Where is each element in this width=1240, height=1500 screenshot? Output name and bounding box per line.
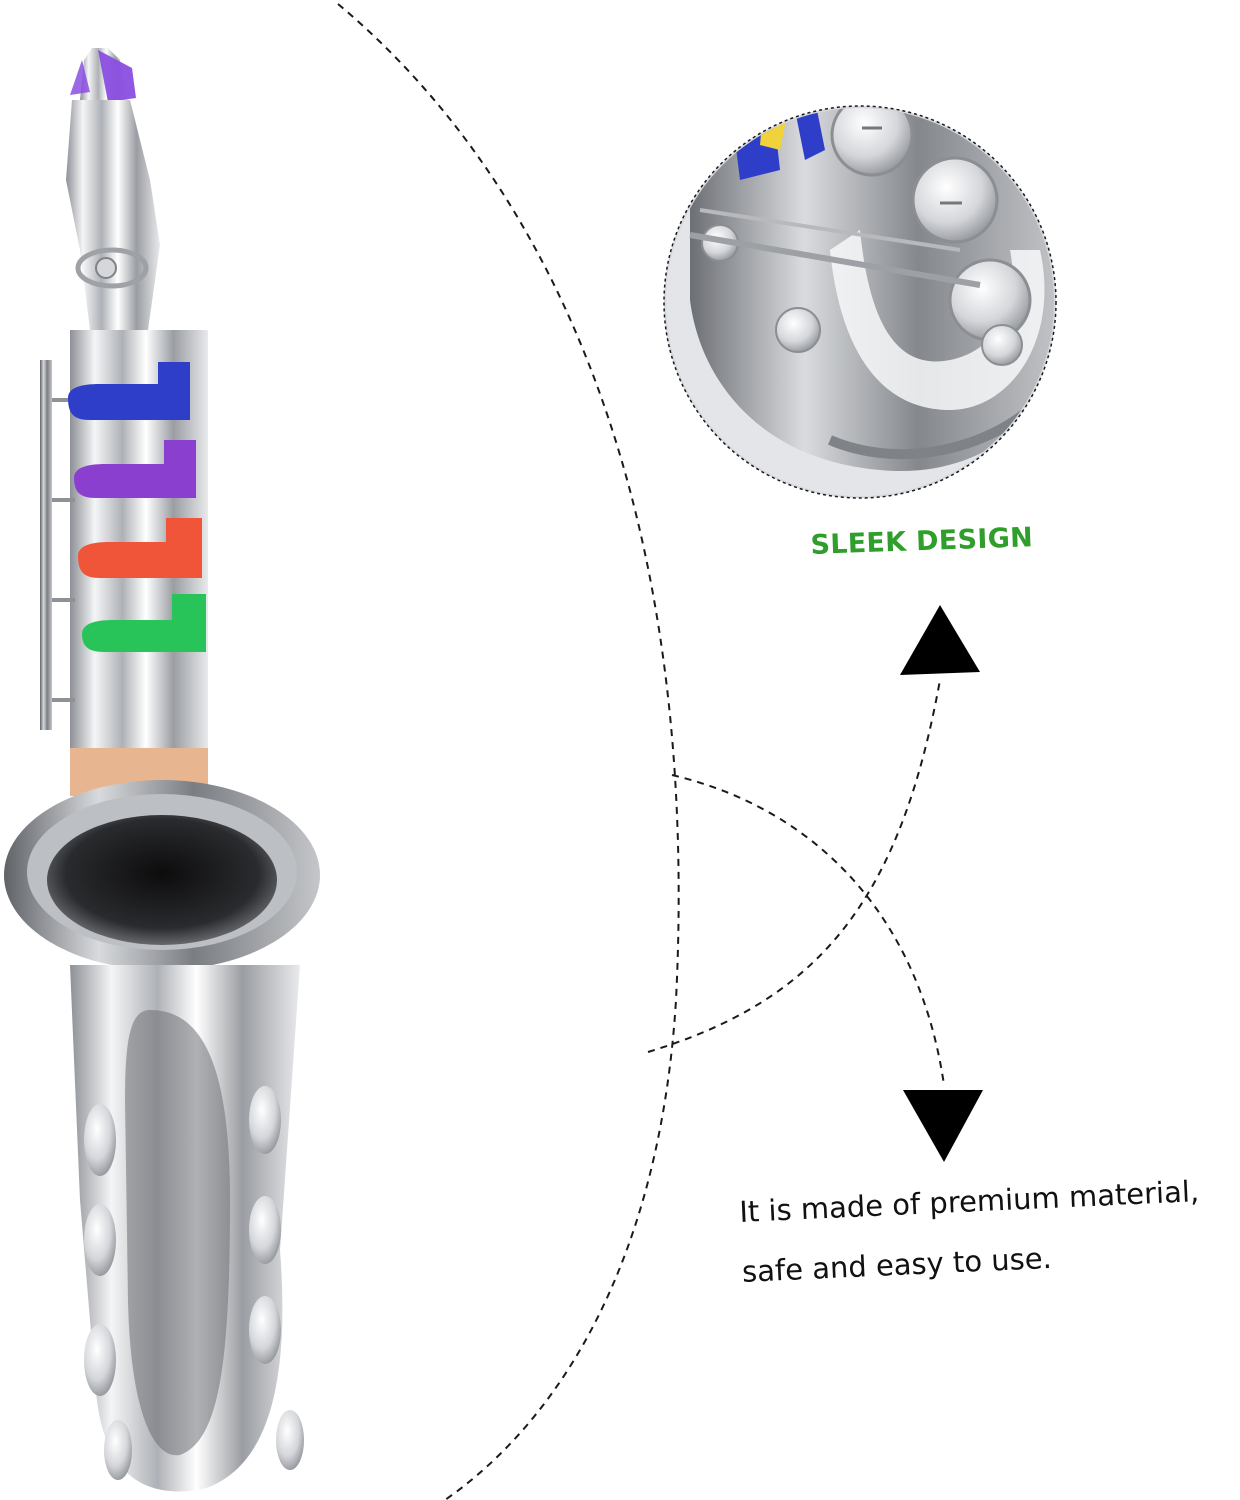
key-green bbox=[82, 594, 206, 652]
key-purple bbox=[74, 440, 196, 498]
zoom-detail-circle bbox=[663, 105, 1057, 499]
key-blue bbox=[68, 362, 190, 420]
dashed-connector-up bbox=[647, 679, 941, 1053]
saxophone-image bbox=[4, 48, 320, 1492]
product-description: It is made of premium material, safe and… bbox=[738, 1159, 1240, 1302]
arrow-down-icon bbox=[903, 1090, 983, 1162]
arrow-up-icon bbox=[900, 605, 980, 675]
dashed-connector-down bbox=[671, 774, 945, 1086]
key-orange bbox=[78, 518, 202, 578]
dashed-arc-divider bbox=[337, 3, 680, 1500]
